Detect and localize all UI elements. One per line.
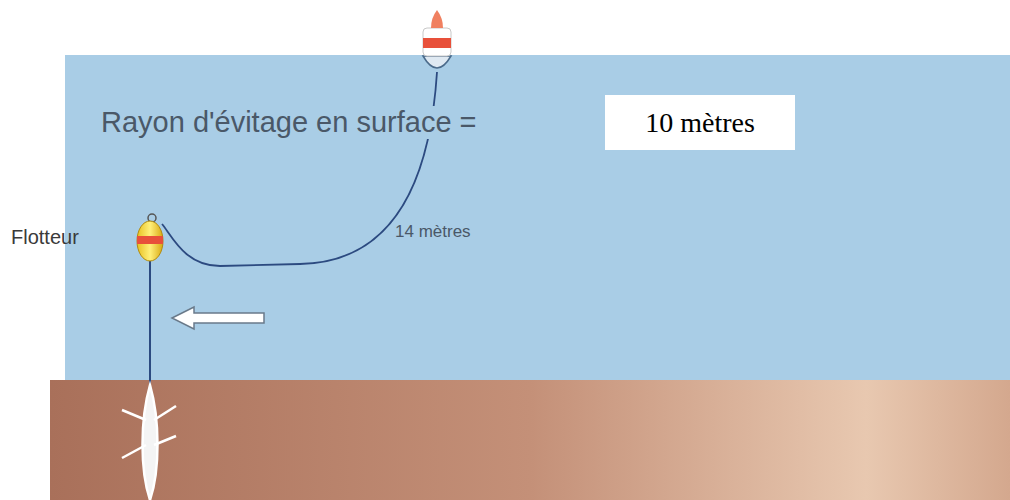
anchor-line bbox=[149, 260, 151, 385]
water bbox=[65, 55, 1010, 380]
surface-buoy bbox=[423, 10, 451, 68]
value-text: 10 mètres bbox=[645, 107, 755, 139]
seabed bbox=[50, 380, 1010, 500]
float bbox=[137, 214, 163, 261]
float-label: Flotteur bbox=[8, 226, 82, 249]
rope-length: 14 mètres bbox=[392, 222, 474, 242]
value-box: 10 mètres bbox=[605, 95, 795, 150]
drift-arrow bbox=[172, 307, 264, 329]
anchor-symbol bbox=[122, 385, 176, 500]
radius-caption: Rayon d'évitage en surface = bbox=[98, 106, 480, 139]
